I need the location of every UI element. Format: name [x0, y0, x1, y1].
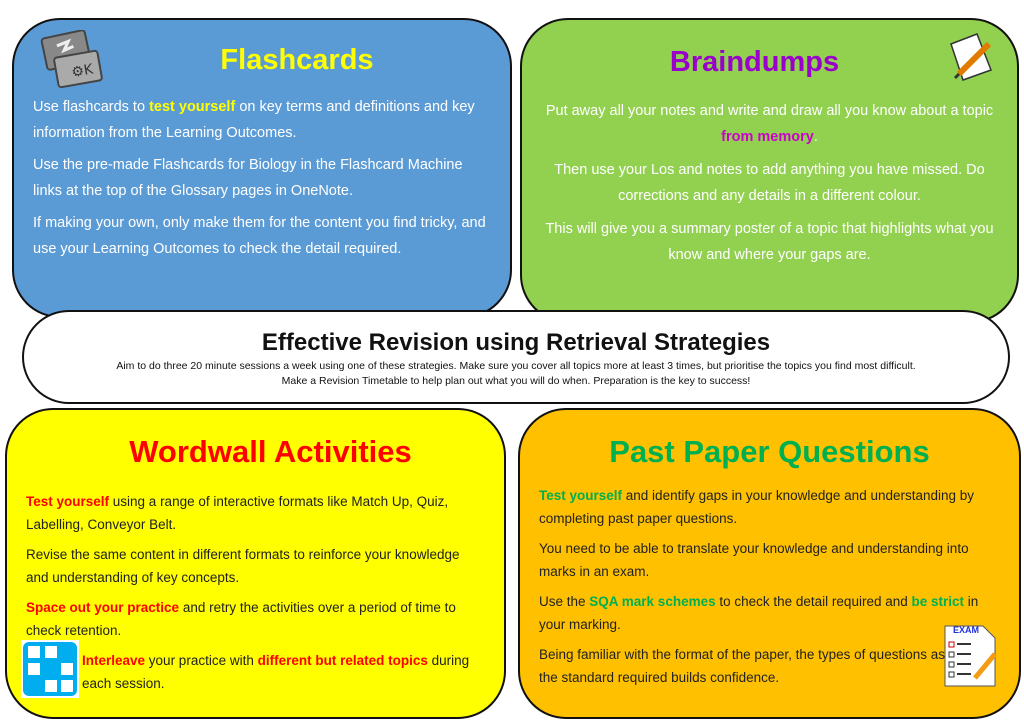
summary-line-2: Make a Revision Timetable to help plan o…	[281, 375, 751, 387]
paragraph: Put away all your notes and write and dr…	[536, 98, 1003, 150]
text-segment: Use the pre-made Flashcards for Biology …	[33, 157, 463, 199]
paper-pencil-icon	[950, 33, 992, 81]
text-segment: Put away all your notes and write and dr…	[545, 103, 994, 119]
wordwall-title: Wordwall Activities	[129, 434, 412, 469]
paragraph: If making your own, only make them for t…	[33, 210, 490, 262]
braindumps-title: Braindumps	[669, 46, 840, 78]
paragraph: Test yourself using a range of interacti…	[26, 490, 484, 536]
text-segment: This will give you a summary poster of a…	[545, 221, 994, 263]
text-segment: using a range of interactive formats lik…	[26, 494, 449, 532]
text-segment: your practice with	[145, 653, 258, 668]
flashcard-app-icon: ⚙K	[40, 30, 103, 89]
braindumps-body: Put away all your notes and write and dr…	[536, 98, 1003, 275]
flashcards-title: Flashcards	[220, 44, 374, 76]
past-paper-card: Past Paper Questions Test yourself and i…	[518, 408, 1021, 719]
text-segment: Then use your Los and notes to add anyth…	[554, 162, 985, 204]
text-segment: and identify gaps in your knowledge and …	[539, 488, 975, 526]
text-segment: during each session.	[82, 653, 470, 691]
highlighted-text: be strict	[911, 594, 965, 609]
text-segment: .	[813, 129, 818, 145]
summary-banner: Effective Revision using Retrieval Strat…	[22, 310, 1010, 404]
main-title: Effective Revision using Retrieval Strat…	[261, 329, 771, 356]
text-segment: Being familiar with the format of the pa…	[539, 647, 994, 685]
paragraph: Revise the same content in different for…	[26, 543, 484, 589]
wordwall-body: Test yourself using a range of interacti…	[26, 490, 484, 702]
flashcards-body: Use flashcards to test yourself on key t…	[33, 94, 490, 268]
paragraph: Then use your Los and notes to add anyth…	[536, 157, 1003, 209]
paragraph: Space out your practice and retry the ac…	[26, 596, 484, 642]
paragraph: Interleave your practice with different …	[26, 649, 484, 695]
paragraph: This will give you a summary poster of a…	[536, 216, 1003, 268]
paragraph: Being familiar with the format of the pa…	[539, 643, 999, 689]
text-segment: to check the detail required and	[715, 594, 912, 609]
braindumps-card: Braindumps Put away all your notes and w…	[520, 18, 1019, 323]
past-paper-body: Test yourself and identify gaps in your …	[539, 484, 999, 696]
paragraph: You need to be able to translate your kn…	[539, 537, 999, 583]
text-segment: and retry the activities over a period o…	[26, 600, 456, 638]
summary-line-1: Aim to do three 20 minute sessions a wee…	[116, 360, 916, 372]
wordwall-card: Wordwall Activities Test yourself using …	[5, 408, 506, 719]
paragraph: Use the pre-made Flashcards for Biology …	[33, 152, 490, 204]
flashcards-card: ⚙K Flashcards Use flashcards to test you…	[12, 18, 512, 318]
highlighted-text: Space out your practice	[26, 600, 180, 615]
exam-label: EXAM	[953, 625, 980, 635]
paragraph: Test yourself and identify gaps in your …	[539, 484, 999, 530]
text-segment: If making your own, only make them for t…	[33, 215, 486, 257]
highlighted-text: Test yourself	[26, 494, 110, 509]
text-segment: on key terms and definitions and key inf…	[33, 99, 475, 141]
highlighted-text: different but related topics	[257, 653, 428, 668]
highlighted-text: Test yourself	[539, 488, 623, 503]
text-segment: Revise the same content in different for…	[26, 547, 460, 585]
paragraph: Use the SQA mark schemes to check the de…	[539, 590, 999, 636]
text-segment: You need to be able to translate your kn…	[539, 541, 969, 579]
exam-paper-icon: EXAM	[943, 624, 997, 688]
wordwall-logo-icon	[21, 640, 79, 698]
text-segment: Use flashcards to	[33, 99, 150, 115]
svg-text:⚙K: ⚙K	[70, 61, 95, 81]
past-paper-title: Past Paper Questions	[609, 434, 930, 469]
highlighted-text: Interleave	[82, 653, 146, 668]
text-segment: in your marking.	[539, 594, 979, 632]
text-segment: Use the	[539, 594, 590, 609]
paragraph: Use flashcards to test yourself on key t…	[33, 94, 490, 146]
highlighted-text: SQA mark schemes	[589, 594, 716, 609]
highlighted-text: test yourself	[149, 99, 236, 115]
highlighted-text: from memory	[721, 129, 814, 145]
